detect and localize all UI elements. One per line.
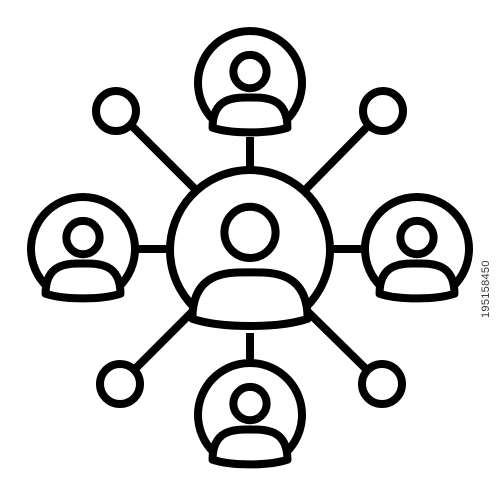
avatar-center-body	[188, 268, 312, 330]
avatar-top-ring	[194, 27, 306, 128]
avatar-left-ring	[27, 193, 139, 294]
avatar-top-head	[229, 50, 271, 93]
small-nodes	[92, 87, 407, 408]
avatar-right-head	[396, 216, 438, 259]
avatar-center-ring	[166, 166, 334, 318]
avatar-center-head	[220, 202, 280, 262]
avatar-top-body	[208, 93, 292, 137]
link-bottom-right	[301, 305, 368, 371]
avatar-bottom	[194, 359, 306, 469]
avatar-bottom-head	[229, 382, 271, 425]
link-top-right	[303, 124, 370, 192]
stock-id-text: 195158450	[480, 260, 492, 318]
link-bottom-left	[133, 305, 199, 371]
node-bottom-left	[96, 360, 144, 408]
node-top-right	[359, 87, 407, 135]
avatar-top	[194, 27, 306, 137]
avatar-right-body	[375, 259, 459, 303]
avatar-left-head	[62, 216, 104, 259]
link-top-left	[130, 124, 199, 193]
avatar-center	[166, 166, 334, 330]
avatar-bottom-body	[208, 425, 292, 469]
avatar-right	[361, 193, 473, 303]
node-top-left	[92, 87, 140, 135]
avatar-bottom-ring	[194, 359, 306, 460]
avatar-right-ring	[361, 193, 473, 294]
avatar-left	[27, 193, 139, 303]
avatars	[27, 27, 473, 469]
avatar-left-body	[41, 259, 125, 303]
node-bottom-right	[358, 360, 406, 408]
connector-lines	[130, 124, 370, 371]
